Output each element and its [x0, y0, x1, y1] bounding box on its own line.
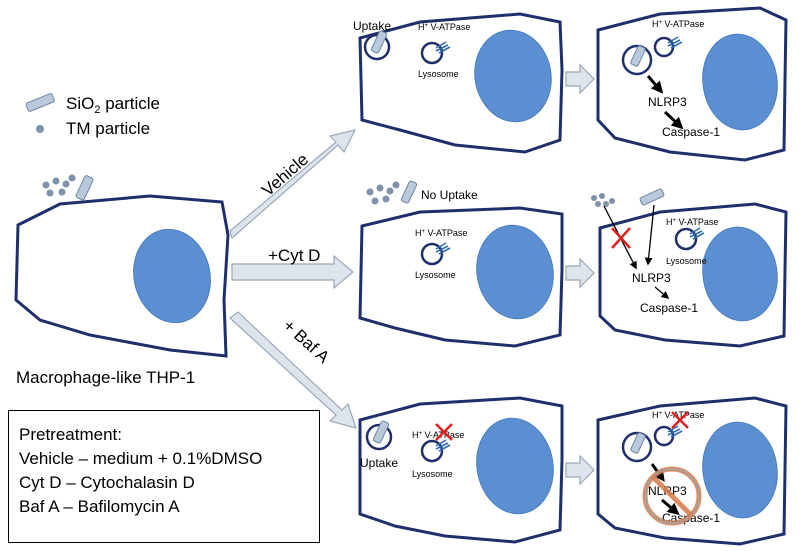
sio2-legend-icon [25, 93, 55, 112]
bafa-cell-uptake: Uptake H+ V-ATPase Lysosome [358, 396, 564, 544]
uptake-label-bafa: Uptake [360, 456, 398, 470]
vehicle-arrow [229, 129, 357, 240]
svg-text:H+ V-ATPase: H+ V-ATPase [418, 22, 470, 32]
start-cell: Macrophage-like THP-1 [14, 174, 230, 387]
svg-text:Lysosome: Lysosome [415, 270, 456, 280]
tm-legend-label: TM particle [66, 119, 150, 138]
treatment-arrows: Vehicle +Cyt D + Baf A [229, 129, 357, 429]
svg-text:NLRP3: NLRP3 [648, 95, 687, 109]
bafa-arrow [229, 311, 357, 429]
pretreatment-line: Cyt D – Cytochalasin D [19, 473, 195, 492]
pretreatment-line: Vehicle – medium + 0.1%DMSO [19, 449, 263, 468]
svg-text:Lysosome: Lysosome [418, 69, 459, 79]
svg-text:Lysosome: Lysosome [666, 256, 707, 266]
svg-text:NLRP3: NLRP3 [632, 271, 671, 285]
cytd-cell-activation: H+ V-ATPase Lysosome NLRP3 Caspase-1 [591, 188, 788, 348]
legend: SiO2 particle TM particle [25, 93, 160, 138]
pretreatment-box: Pretreatment: Vehicle – medium + 0.1%DMS… [8, 410, 320, 543]
pretreatment-line: Baf A – Bafilomycin A [19, 497, 180, 516]
svg-text:H+ V-ATPase: H+ V-ATPase [652, 19, 704, 29]
prohibition-icon [642, 466, 702, 526]
no-uptake-label: No Uptake [421, 188, 478, 202]
svg-text:Lysosome: Lysosome [412, 469, 453, 479]
svg-text:H+ V-ATPase: H+ V-ATPase [412, 430, 464, 440]
svg-text:H+ V-ATPase: H+ V-ATPase [652, 410, 704, 420]
uptake-label: Uptake [353, 19, 391, 33]
cytd-cell-no-uptake: No Uptake H+ V-ATPase Lysosome [358, 180, 564, 348]
sio2-legend-label: SiO2 particle [66, 94, 160, 116]
svg-text:Caspase-1: Caspase-1 [640, 301, 698, 315]
svg-text:Caspase-1: Caspase-1 [662, 125, 720, 139]
svg-text:H+ V-ATPase: H+ V-ATPase [666, 217, 718, 227]
cytd-label: +Cyt D [268, 246, 320, 265]
progress-arrows [565, 63, 595, 486]
vehicle-cell-uptake: H+ V-ATPase Lysosome Uptake [353, 12, 564, 154]
tm-legend-icon [36, 125, 44, 133]
svg-text:H+ V-ATPase: H+ V-ATPase [415, 228, 467, 238]
bafa-cell-blocked: H+ V-ATPase NLRP3 Caspase-1 [596, 396, 788, 546]
start-cell-caption: Macrophage-like THP-1 [16, 368, 195, 387]
pretreatment-title: Pretreatment: [19, 425, 122, 444]
vehicle-cell-activation: H+ V-ATPase NLRP3 Caspase-1 [596, 6, 788, 162]
cytd-arrow [231, 254, 354, 290]
